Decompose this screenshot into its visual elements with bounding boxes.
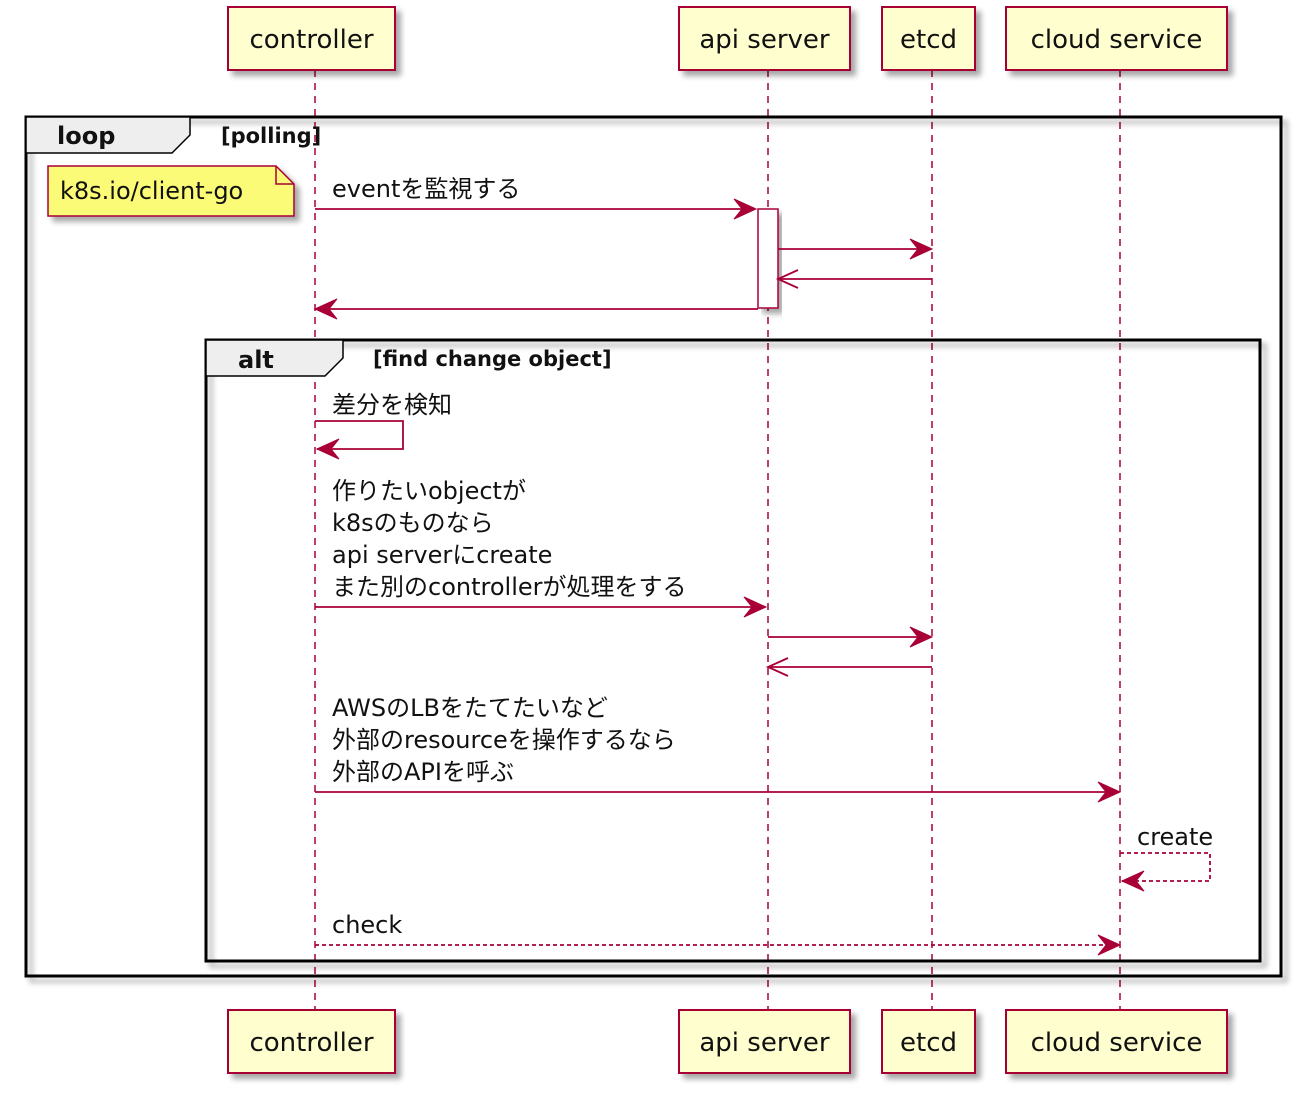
participant-cloud-bottom[interactable]: cloud service [1005, 1009, 1228, 1074]
participant-label: api server [699, 1028, 830, 1058]
arrow-head-filled [315, 438, 340, 460]
participant-etcd-bottom[interactable]: etcd [881, 1009, 976, 1074]
message-api-to-etcd [768, 626, 934, 648]
arrow-head-filled [1097, 781, 1122, 803]
participant-label: etcd [900, 1028, 957, 1058]
alt-frame-label: alt [238, 346, 274, 374]
participant-label: controller [249, 25, 373, 55]
loop-frame-tab [25, 116, 191, 154]
loop-frame-label: loop [57, 122, 115, 150]
message-cloud-to-cloud: create [1120, 823, 1213, 892]
arrow-head-filled [1097, 934, 1122, 956]
arrow-head-filled [909, 238, 934, 260]
arrow-head-open [765, 657, 789, 677]
loop-frame-condition: [polling] [221, 124, 321, 148]
message-label: 外部のAPIを呼ぶ [332, 758, 514, 786]
arrow-head-filled [909, 626, 934, 648]
message-label: AWSのLBをたてたいなど [332, 694, 608, 722]
alt-frame: alt [find change object] [204, 338, 1262, 963]
message-label: check [332, 911, 402, 939]
message-etcd-to-api [775, 269, 932, 289]
self-message-line [1120, 852, 1211, 882]
arrow-head-filled [1120, 870, 1145, 892]
arrow-head-filled [733, 198, 758, 220]
participant-api-top[interactable]: api server [678, 6, 851, 71]
message-label: 差分を検知 [332, 391, 452, 419]
message-controller-to-controller: 差分を検知 [315, 391, 452, 460]
api-server-activation-bar [757, 208, 779, 309]
message-label: また別のcontrollerが処理をする [332, 573, 687, 601]
note-text: k8s.io/client-go [60, 177, 243, 205]
participant-label: controller [249, 1028, 373, 1058]
participant-etcd-top[interactable]: etcd [881, 6, 976, 71]
message-controller-to-api: 作りたいobjectが k8sのものなら api serverにcreate また別の… [315, 477, 768, 618]
message-label: 作りたいobjectが [332, 477, 526, 505]
arrow-head-filled [743, 596, 768, 618]
participant-controller-top[interactable]: controller [227, 6, 396, 71]
message-api-to-etcd [778, 238, 934, 260]
message-label: api serverにcreate [332, 541, 552, 569]
message-etcd-to-api [765, 657, 932, 677]
participant-cloud-top[interactable]: cloud service [1005, 6, 1228, 71]
message-controller-to-api: eventを監視する [315, 175, 758, 220]
arrow-head-filled [313, 298, 338, 320]
participant-label: api server [699, 25, 830, 55]
message-label: 外部のresourceを操作するなら [332, 726, 676, 754]
participant-label: etcd [900, 25, 957, 55]
message-label: k8sのものなら [332, 509, 494, 537]
message-api-to-controller [313, 298, 758, 320]
loop-frame: loop [polling] [24, 115, 1283, 978]
self-message-line [315, 420, 404, 450]
message-label: eventを監視する [332, 175, 520, 203]
note-client-go: k8s.io/client-go [47, 165, 295, 217]
message-controller-to-cloud: check [315, 911, 1122, 956]
participant-label: cloud service [1031, 1028, 1203, 1058]
alt-frame-condition: [find change object] [373, 347, 612, 371]
participant-api-bottom[interactable]: api server [678, 1009, 851, 1074]
message-label: create [1137, 823, 1213, 851]
arrow-head-open [775, 269, 799, 289]
participant-controller-bottom[interactable]: controller [227, 1009, 396, 1074]
participant-label: cloud service [1031, 25, 1203, 55]
alt-frame-tab [205, 339, 344, 377]
